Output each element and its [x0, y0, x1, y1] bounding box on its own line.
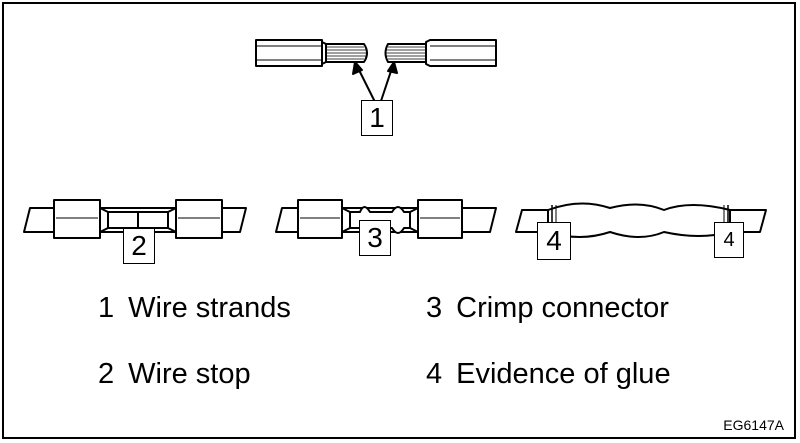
legend-number: 4: [426, 358, 443, 390]
callout-1: 1: [361, 100, 393, 136]
callout-4-right: 4: [714, 222, 744, 258]
legend-text: Wire stop: [128, 358, 251, 390]
legend-item-1: 1 Wire strands: [98, 292, 291, 325]
legend-text: Evidence of glue: [456, 358, 671, 390]
right-strands-top: [384, 43, 427, 63]
callout-2: 2: [123, 228, 155, 264]
legend-item-4: 4 Evidence of glue: [426, 358, 671, 391]
left-strands-top: [325, 43, 368, 63]
legend-text: Wire strands: [128, 292, 291, 324]
connector-wire-stop: [23, 199, 247, 239]
callout-3: 3: [359, 220, 391, 256]
figure-code: EG6147A: [723, 417, 784, 433]
callout-1-arrows: [352, 61, 398, 105]
diagram-frame: [2, 2, 796, 439]
legend-text: Crimp connector: [456, 292, 669, 324]
legend-number: 1: [98, 292, 115, 324]
legend-number: 3: [426, 292, 443, 324]
connector-glue: [515, 202, 767, 238]
legend-item-2: 2 Wire stop: [98, 358, 251, 391]
left-wire-top: [255, 39, 327, 67]
callout-4-left: 4: [537, 222, 571, 260]
legend-item-3: 3 Crimp connector: [426, 292, 669, 325]
right-wire-top: [425, 39, 497, 67]
legend-number: 2: [98, 358, 115, 390]
